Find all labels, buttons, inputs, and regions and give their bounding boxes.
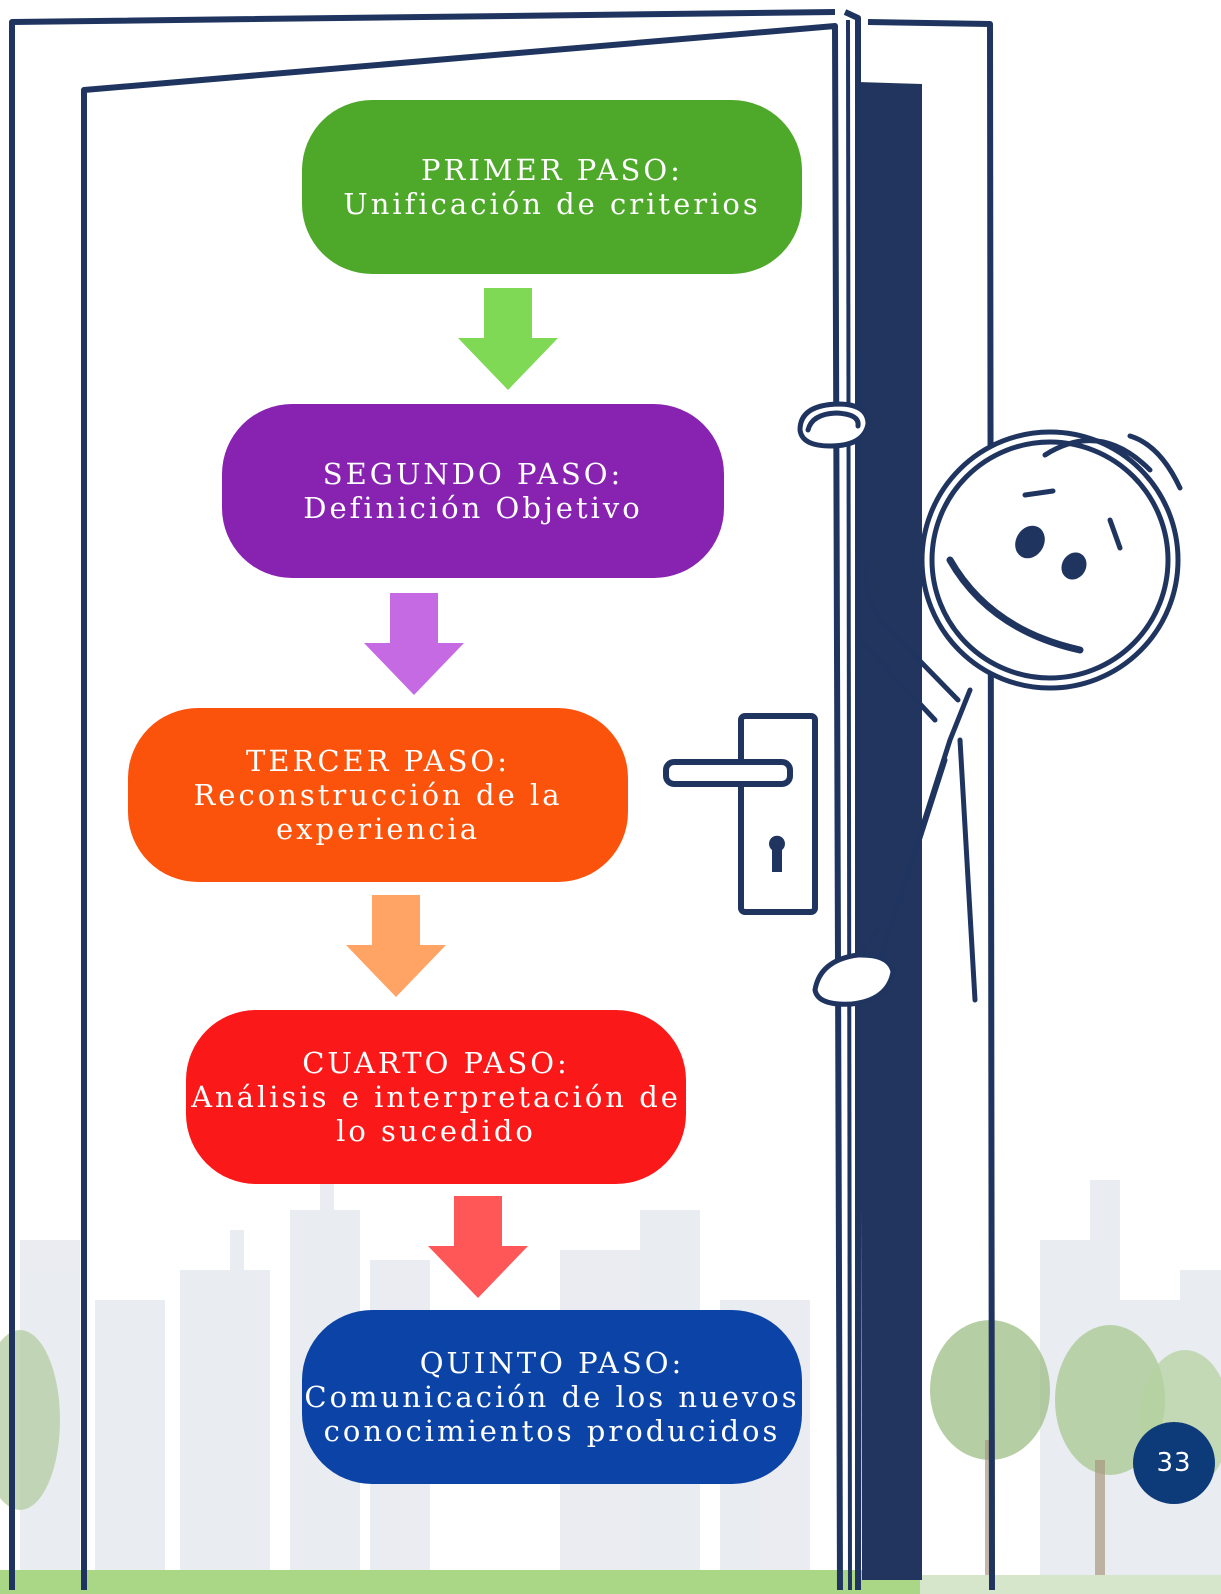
step-box-1: PRIMER PASO: Unificación de criterios <box>302 100 802 274</box>
step-box-5: QUINTO PASO: Comunicación de los nuevos … <box>302 1310 802 1484</box>
door-handle-icon <box>663 713 818 915</box>
step-4-text: Análisis e interpretación de <box>191 1080 681 1114</box>
step-4-title: CUARTO PASO: <box>302 1046 570 1080</box>
step-5-text: Comunicación de los nuevos <box>304 1380 800 1414</box>
step-5-text-2: conocimientos producidos <box>323 1414 781 1448</box>
step-1-text: Unificación de criterios <box>343 187 761 221</box>
step-3-text-2: experiencia <box>275 812 481 846</box>
step-2-title: SEGUNDO PASO: <box>322 457 624 491</box>
flow-arrow-4 <box>428 1196 528 1298</box>
door-edge <box>846 19 852 1591</box>
door-frame <box>9 9 995 1591</box>
step-box-4: CUARTO PASO: Análisis e interpretación d… <box>186 1010 686 1184</box>
step-3-title: TERCER PASO: <box>246 744 510 778</box>
step-3-text: Reconstrucción de la <box>193 778 563 812</box>
page-number-badge: 33 <box>1133 1422 1215 1504</box>
step-1-title: PRIMER PASO: <box>421 153 683 187</box>
step-4-text-2: lo sucedido <box>336 1114 536 1148</box>
flow-arrow-1 <box>458 288 558 390</box>
step-5-title: QUINTO PASO: <box>419 1346 685 1380</box>
step-2-text: Definición Objetivo <box>303 491 643 525</box>
flow-arrow-2 <box>364 593 464 695</box>
step-box-3: TERCER PASO: Reconstrucción de la experi… <box>128 708 628 882</box>
step-box-2: SEGUNDO PASO: Definición Objetivo <box>222 404 724 578</box>
grass-border <box>0 1570 1221 1594</box>
stick-figure <box>797 401 1183 1007</box>
page-number: 33 <box>1156 1448 1192 1478</box>
flow-arrow-3 <box>346 895 446 997</box>
door-gap <box>858 82 922 1580</box>
door-panel <box>81 23 843 1591</box>
